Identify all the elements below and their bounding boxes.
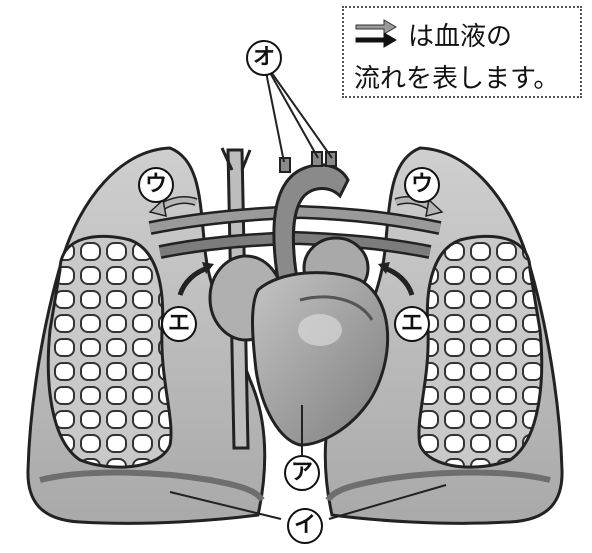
label-e-left: エ (161, 306, 197, 342)
label-u-right: ウ (404, 167, 440, 203)
label-i: イ (287, 508, 323, 544)
legend-text-line1: は血液の (408, 16, 512, 53)
legend-text-line2: 流れを表します。 (354, 58, 559, 95)
legend-box: は血液の 流れを表します。 (342, 6, 582, 98)
double-arrow-icon (354, 17, 398, 51)
label-u-left: ウ (138, 167, 174, 203)
label-a: ア (284, 455, 320, 491)
label-e-right: エ (394, 306, 430, 342)
label-o: オ (246, 40, 282, 76)
legend-row: は血液の (354, 16, 512, 52)
